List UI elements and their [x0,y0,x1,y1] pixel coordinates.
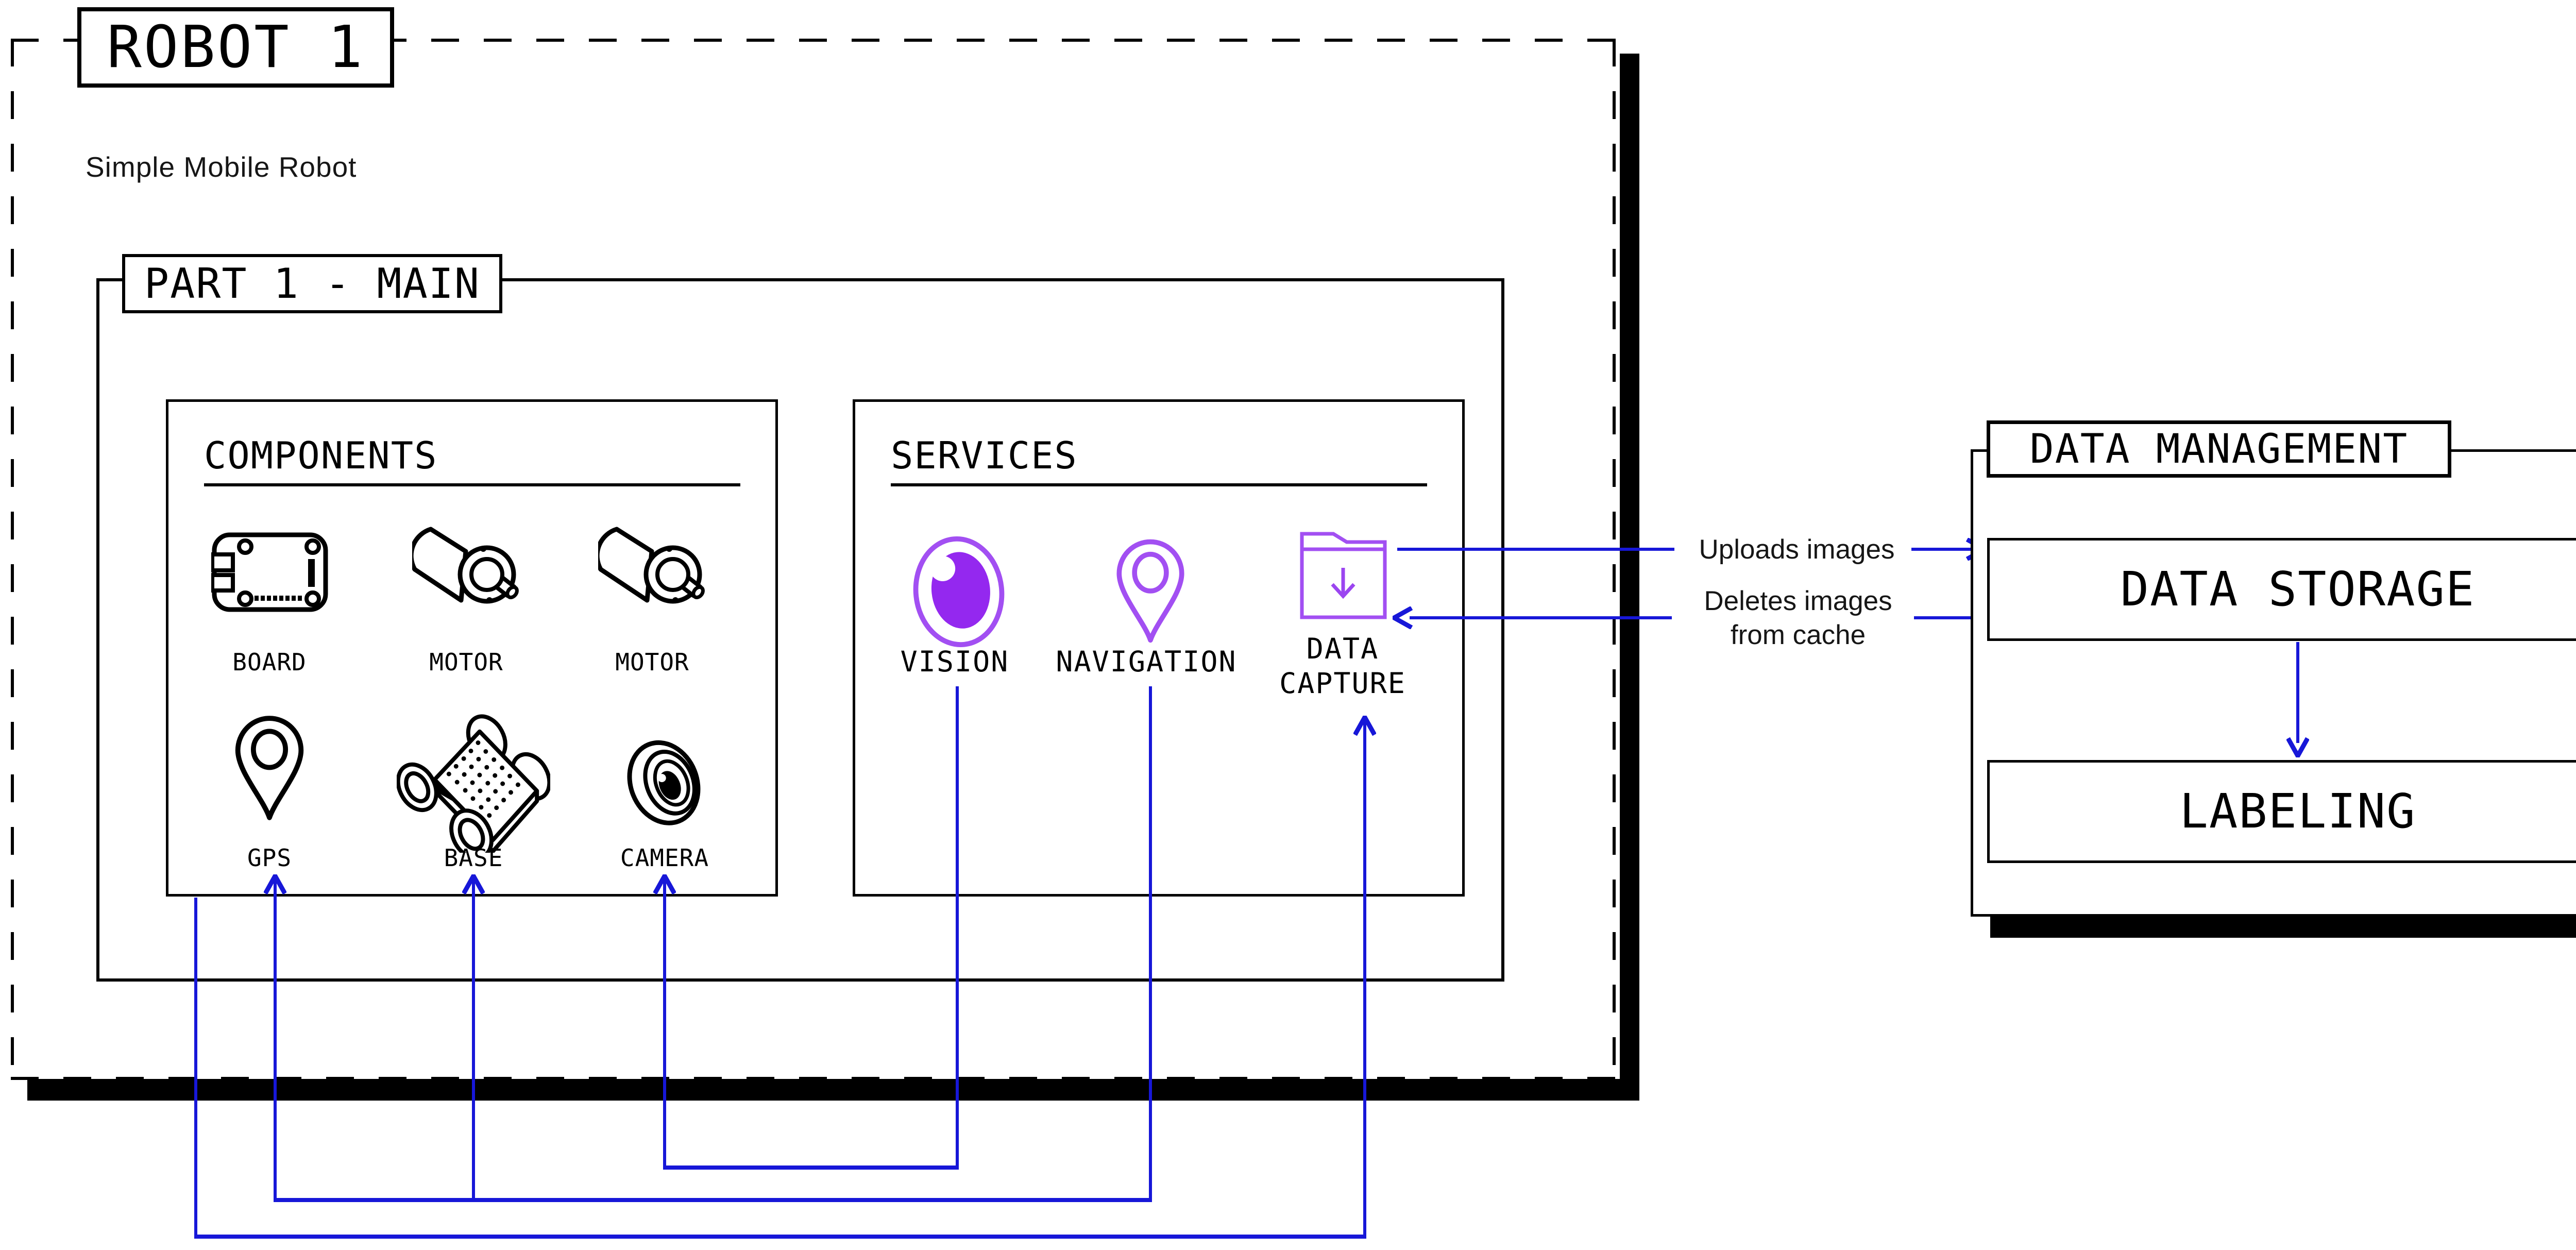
uploads-label: Uploads images [1699,534,1895,565]
service-label-vision: VISION [900,645,1009,678]
arrow-left-icon [1393,606,1413,629]
arrow-up-icon [1353,716,1376,736]
edge-gps-line [274,877,277,1202]
edge-components-line [194,898,197,1239]
data-management-title: DATA MANAGEMENT [2029,426,2409,472]
service-label-navigation: NAVIGATION [1056,645,1237,678]
component-label-gps: GPS [247,844,292,872]
dm-box-shadow-bottom [1990,917,2576,938]
storage-labeling-line [2296,642,2299,743]
edge-data-capture-line [1363,718,1366,1239]
map-pin-icon [1113,536,1188,645]
deletes-line-right [1914,616,1987,619]
deletes-label-line1: Deletes images [1704,586,1892,616]
robot-dashed-border-left [11,39,14,1080]
motor-icon [412,523,520,621]
components-title-underline [204,483,740,486]
edge-data-capture-components-bus [194,1235,1366,1239]
camera-lens-icon [621,729,711,837]
deletes-label: Deletes images from cache [1669,584,1927,652]
data-storage-node: DATA STORAGE [1987,538,2576,641]
arrow-up-icon [264,874,286,895]
folder-download-icon [1298,531,1388,621]
edge-navigation-line [1149,686,1152,1202]
component-label-board: BOARD [232,648,307,676]
arrow-down-icon [2286,737,2309,757]
robot-box-shadow-right [1620,54,1639,1101]
services-title: SERVICES [891,434,1078,477]
arrow-up-icon [653,874,676,895]
edge-vision-camera-bus [663,1165,959,1170]
rover-base-icon [397,714,550,853]
component-label-motor-1: MOTOR [429,648,503,676]
robot-title: ROBOT 1 [107,14,365,81]
edge-base-line [472,877,475,1202]
uploads-line-left [1397,548,1674,551]
components-title: COMPONENTS [204,434,438,477]
services-box [853,399,1465,897]
services-title-underline [891,483,1427,486]
robot-dashed-border-bottom [11,1077,1618,1080]
component-label-motor-2: MOTOR [615,648,689,676]
robot-box-shadow-bottom [27,1079,1639,1101]
labeling-node: LABELING [1987,760,2576,863]
component-label-base: BASE [444,844,503,872]
robot-dashed-border-right [1613,39,1616,1080]
map-pin-icon [232,712,307,823]
arrow-up-icon [462,874,485,895]
uploads-line-right [1911,548,1976,551]
service-label-data-capture: DATA CAPTURE [1279,632,1406,700]
robot-dashed-border-top [11,39,1615,42]
robot-title-box: ROBOT 1 [77,7,394,88]
part1-main-title-box: PART 1 - MAIN [122,254,502,313]
deletes-label-line2: from cache [1730,620,1866,650]
edge-camera-line [663,877,666,1170]
component-label-camera: CAMERA [620,844,709,872]
eye-icon [911,535,1007,649]
motor-icon [598,523,706,621]
circuit-board-icon [211,531,330,613]
robot-description: Simple Mobile Robot [86,151,357,183]
data-management-title-box: DATA MANAGEMENT [1987,420,2451,478]
edge-navigation-gps-base-bus [274,1198,1152,1202]
edge-vision-line [956,686,959,1170]
deletes-line-left [1410,616,1672,619]
part1-main-title: PART 1 - MAIN [144,260,481,308]
